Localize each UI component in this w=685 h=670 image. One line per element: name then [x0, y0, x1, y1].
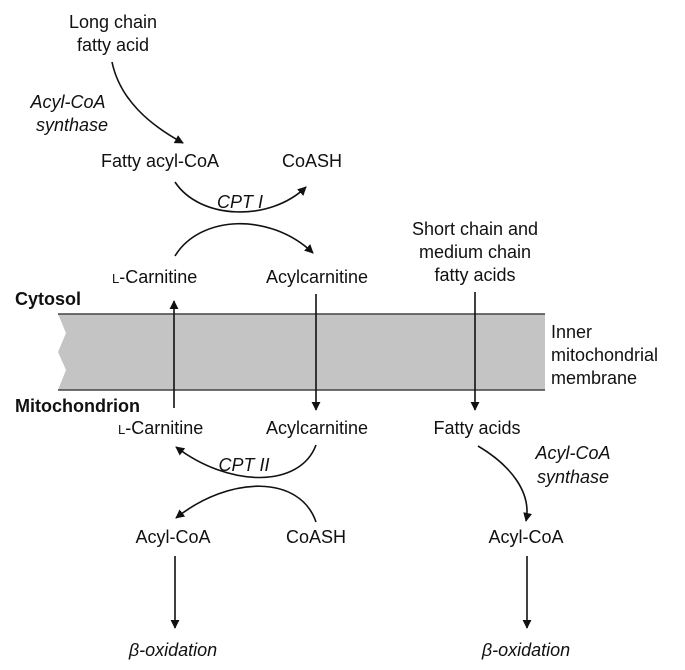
acyl-coa-synthase-right-line1: Acyl-CoA [534, 443, 610, 463]
beta-oxidation-right-label: β-oxidation [481, 640, 570, 660]
membrane-label-line1: Inner [551, 322, 592, 342]
fatty-acyl-coa-label: Fatty acyl-CoA [101, 151, 219, 171]
cpt1-label: CPT I [217, 192, 263, 212]
long-chain-label-line1: Long chain [69, 12, 157, 32]
short-chain-label-line2: medium chain [419, 242, 531, 262]
acyl-coa-synthase-top-line2: synthase [36, 115, 108, 135]
arrow-cpt1-to-acylcarnitine [174, 222, 314, 257]
inner-mitochondrial-membrane-band [58, 314, 545, 390]
acyl-coa-left-label: Acyl-CoA [135, 527, 210, 547]
arrow-fatty-acid-to-acyl-coa [111, 61, 184, 144]
membrane-label-line3: membrane [551, 368, 637, 388]
arrow-cpt1-to-coash [174, 181, 307, 213]
mitochondrion-label: Mitochondrion [15, 396, 140, 416]
fatty-acids-label: Fatty acids [433, 418, 520, 438]
coash-bottom-label: CoASH [286, 527, 346, 547]
membrane-label-line2: mitochondrial [551, 345, 658, 365]
arrow-cpt2-to-carnitine [175, 444, 317, 479]
arrow-cpt2-to-acyl-coa [175, 485, 317, 523]
acyl-coa-synthase-top-line1: Acyl-CoA [29, 92, 105, 112]
l-carnitine-mito-label: L-Carnitine [118, 418, 203, 438]
acylcarnitine-cytosol-label: Acylcarnitine [266, 267, 368, 287]
cytosol-label: Cytosol [15, 289, 81, 309]
long-chain-label-line2: fatty acid [77, 35, 149, 55]
cpt2-label: CPT II [218, 455, 269, 475]
l-carnitine-cytosol-label: L-Carnitine [112, 267, 197, 287]
short-chain-label-line3: fatty acids [434, 265, 515, 285]
coash-top-label: CoASH [282, 151, 342, 171]
acyl-coa-synthase-right-line2: synthase [537, 467, 609, 487]
arrow-fatty-acids-to-acyl-coa [477, 445, 533, 522]
beta-oxidation-left-label: β-oxidation [128, 640, 217, 660]
acyl-coa-right-label: Acyl-CoA [488, 527, 563, 547]
acylcarnitine-mito-label: Acylcarnitine [266, 418, 368, 438]
short-chain-label-line1: Short chain and [412, 219, 538, 239]
